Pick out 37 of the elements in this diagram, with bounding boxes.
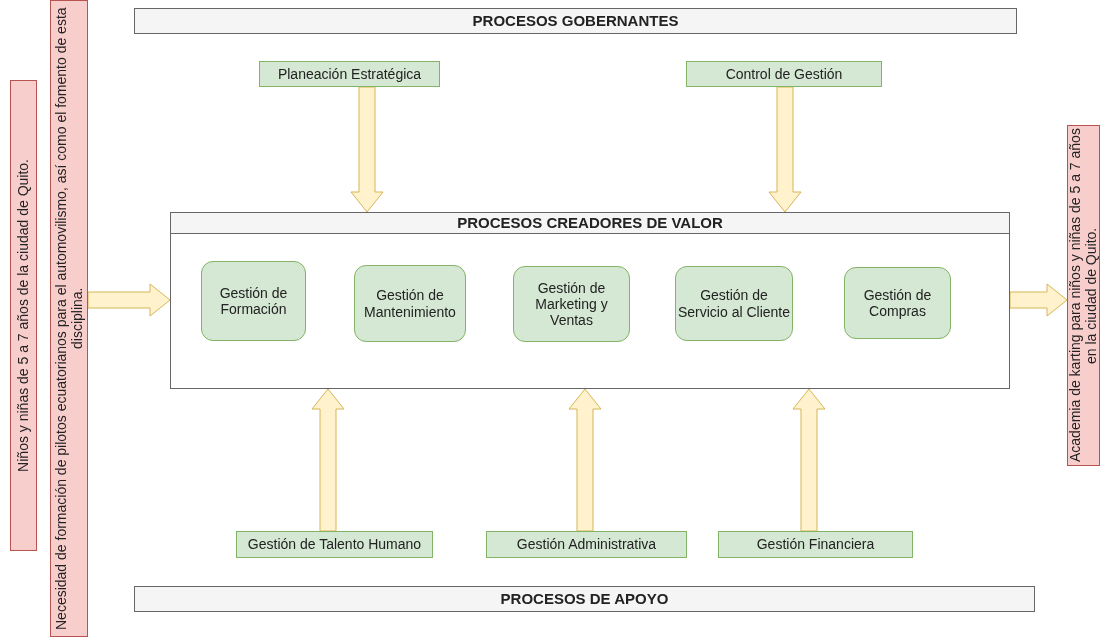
section-header-bar [134,8,1017,34]
block-arrow [792,388,826,532]
node-label: Gestión Administrativa [516,536,657,553]
node-label: Gestión de Talento Humano [247,536,422,553]
process-box [259,61,440,87]
node-label: Gestión Financiera [756,536,875,553]
process-box [513,266,630,342]
process-box [236,531,433,558]
section-header-bar [134,586,1035,612]
node-label: Gestión de Compras [862,286,933,320]
block-arrow [768,86,802,213]
node-label: Control de Gestión [725,65,843,83]
process-box [718,531,913,558]
node-label: Gestión de Formación [218,284,289,318]
block-arrow [1009,283,1068,317]
block-arrow [87,283,171,317]
node-label: PROCESOS GOBERNANTES [472,12,679,30]
node-label: Gestión de Marketing y Ventas [534,279,609,329]
group-title: PROCESOS CREADORES DE VALOR [171,213,1009,234]
block-arrow [568,388,602,532]
node-label: Niños y niñas de 5 a 7 años de la ciudad de Quito. [15,159,32,472]
process-box [486,531,687,558]
node-label: Necesidad de formación de pilotos ecuatorianos para el automovilismo, así como el fomento de esta disciplina. [52,6,86,632]
process-box [844,267,951,339]
node-label: PROCESOS DE APOYO [500,590,669,608]
node-label: Gestión de Servicio al Cliente [676,287,792,320]
process-box [675,266,793,341]
process-box [354,265,466,342]
node-label: Academia de karting para niños y niñas de 5 a 7 años en la ciudad de Quito. [1067,127,1100,465]
input-output-box [10,80,37,551]
block-arrow [311,388,345,532]
node-label: Gestión de Mantenimiento [363,287,457,320]
process-box [686,61,882,87]
node-label: Planeación Estratégica [277,65,422,83]
process-group-frame [170,212,1010,389]
process-box [201,261,306,341]
block-arrow [350,86,384,213]
